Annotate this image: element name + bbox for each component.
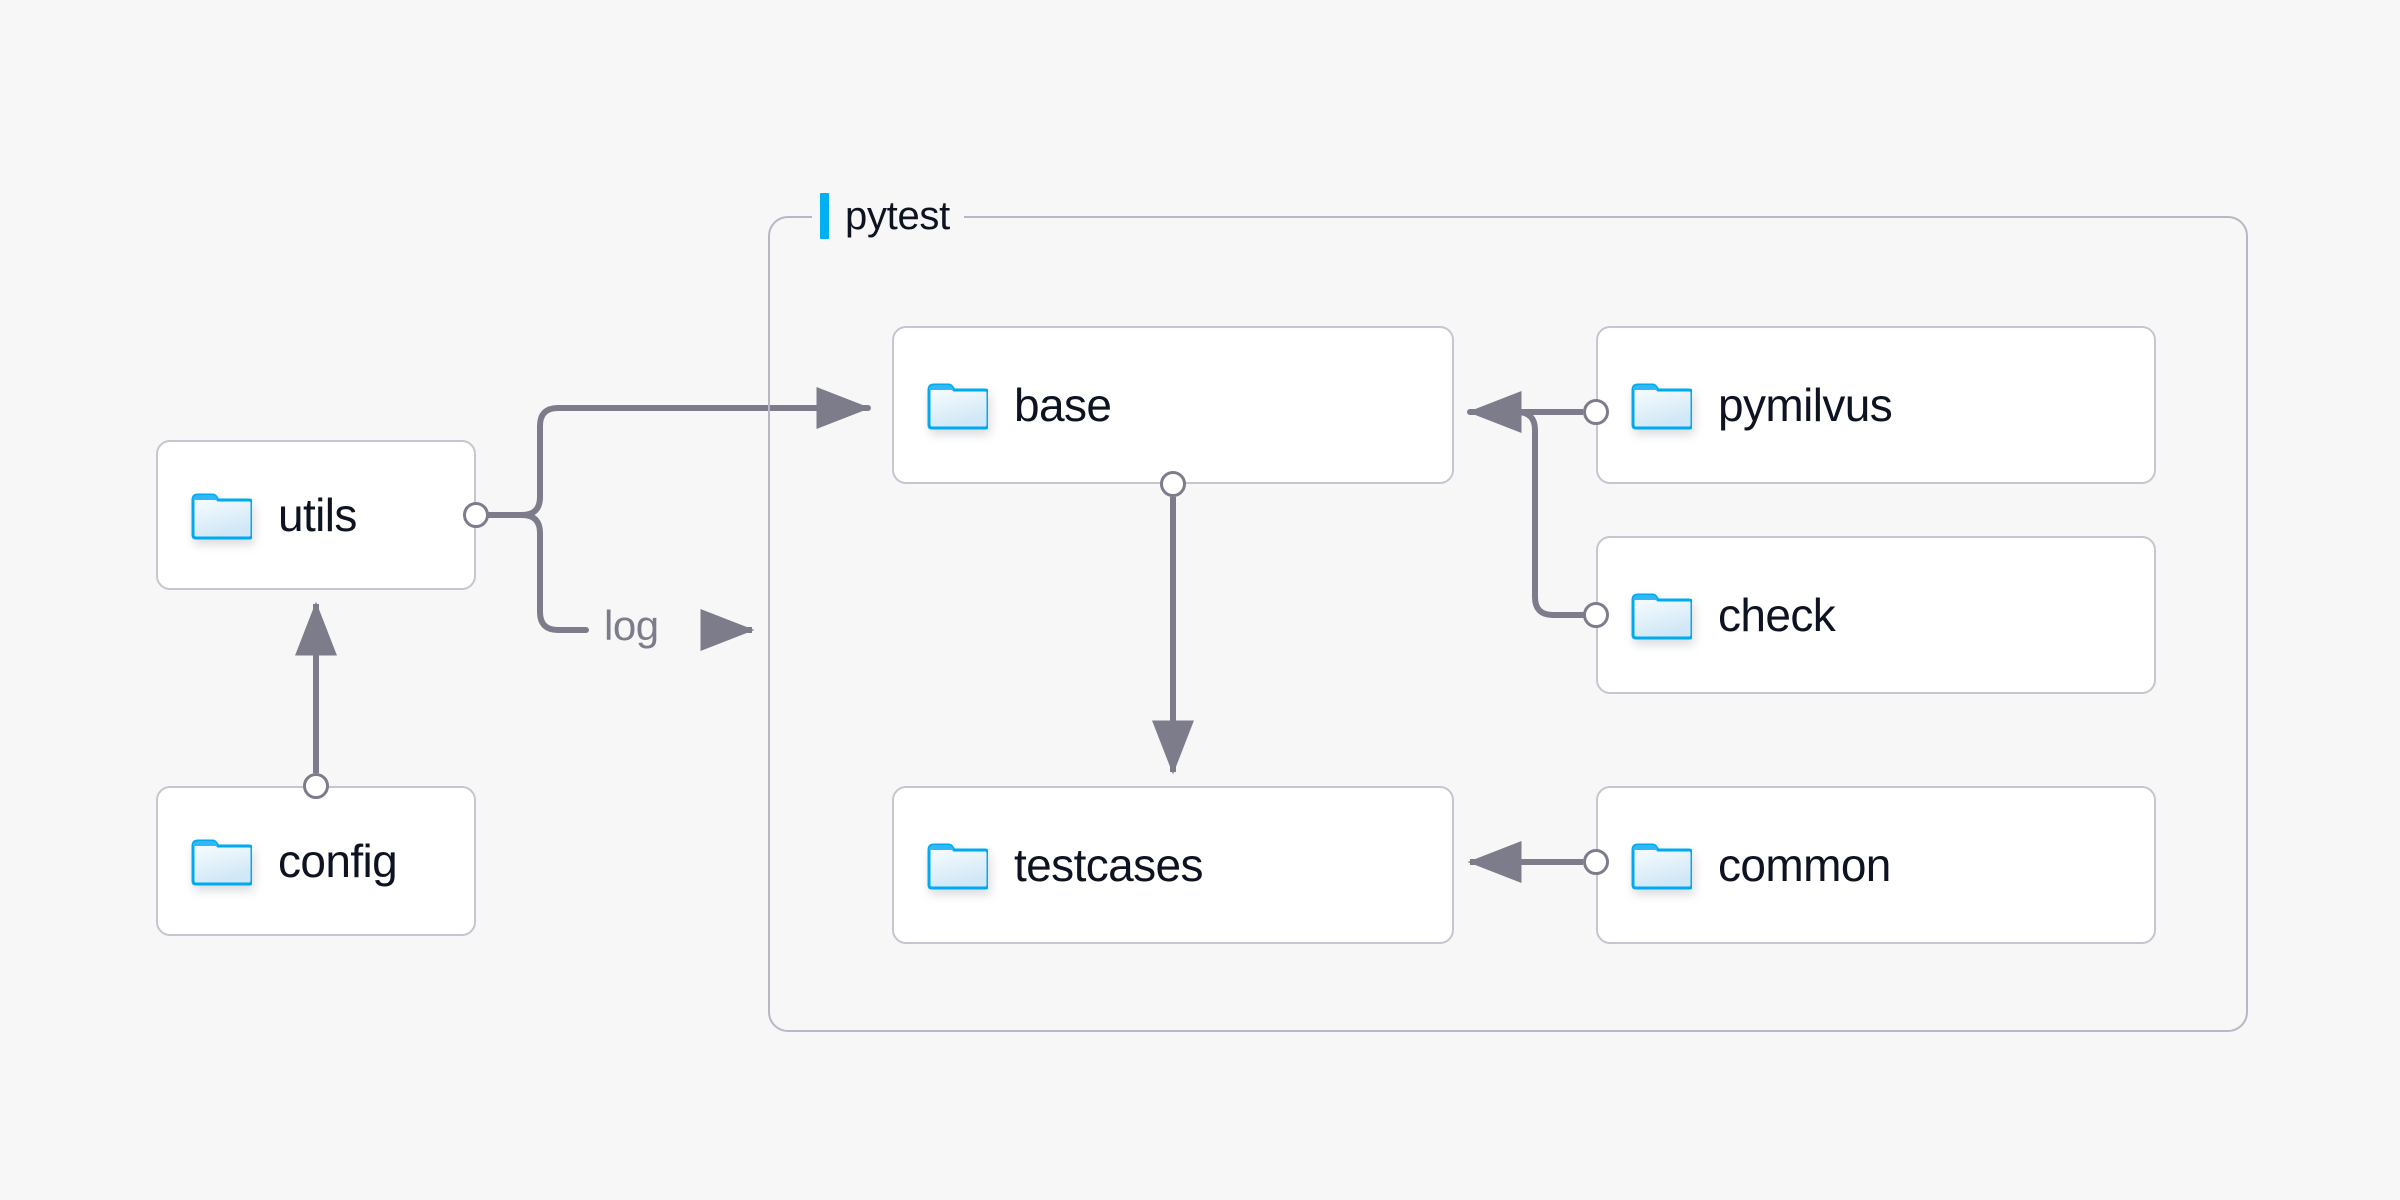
folder-icon [1631, 843, 1692, 890]
node-label-pymilvus: pymilvus [1718, 379, 1893, 431]
node-check[interactable]: check [1596, 536, 2156, 694]
node-base[interactable]: base [892, 326, 1454, 484]
node-label-check: check [1718, 589, 1836, 641]
edge-utils-to-log [486, 512, 589, 633]
node-label-base: base [1014, 379, 1112, 431]
node-testcases[interactable]: testcases [892, 786, 1454, 944]
node-label-utils: utils [278, 489, 357, 541]
pytest-group-header[interactable]: pytest [812, 188, 964, 244]
port-config-top[interactable] [303, 773, 329, 799]
group-accent-bar-icon [820, 193, 829, 239]
port-pymilvus-left[interactable] [1583, 399, 1609, 425]
folder-icon [191, 839, 252, 886]
node-label-testcases: testcases [1014, 839, 1204, 891]
folder-icon [191, 493, 252, 540]
node-utils[interactable]: utils [156, 440, 476, 590]
port-common-left[interactable] [1583, 849, 1609, 875]
folder-icon [927, 383, 988, 430]
port-check-left[interactable] [1583, 602, 1609, 628]
edge-label-log: log [604, 602, 659, 649]
node-pymilvus[interactable]: pymilvus [1596, 326, 2156, 484]
port-utils-right[interactable] [463, 502, 489, 528]
folder-icon [1631, 593, 1692, 640]
folder-icon [1631, 383, 1692, 430]
node-common[interactable]: common [1596, 786, 2156, 944]
pytest-group-container[interactable] [768, 216, 2248, 1032]
port-base-bottom[interactable] [1160, 471, 1186, 497]
folder-icon [927, 843, 988, 890]
pytest-group-label: pytest [845, 193, 950, 238]
node-label-common: common [1718, 839, 1891, 891]
node-label-config: config [278, 835, 398, 887]
node-config[interactable]: config [156, 786, 476, 936]
